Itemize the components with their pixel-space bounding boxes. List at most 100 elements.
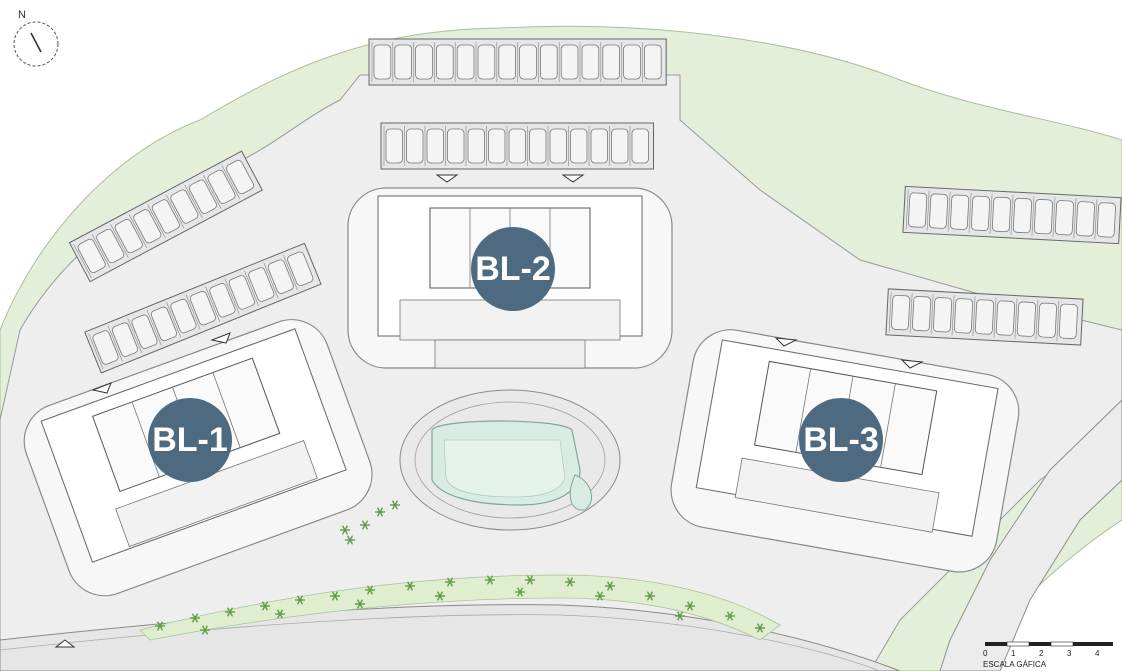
tree-icon <box>360 520 370 530</box>
car-icon <box>1075 201 1095 237</box>
tree-icon <box>375 507 385 517</box>
building-label: BL-2 <box>475 250 551 288</box>
tree-icon <box>605 581 615 591</box>
car-icon <box>267 259 294 294</box>
car-icon <box>1012 197 1033 234</box>
parking-group <box>68 38 1122 374</box>
entrance-triangle-icon <box>54 639 76 648</box>
tree-icon <box>755 623 765 633</box>
car-icon <box>631 128 649 164</box>
car-icon <box>189 290 216 326</box>
car-icon <box>560 44 579 80</box>
car-icon <box>891 294 911 331</box>
tree-icon <box>365 585 375 595</box>
car-icon <box>406 128 424 164</box>
car-icon <box>581 44 600 80</box>
car-icon <box>426 128 444 164</box>
building-label: BL-1 <box>152 421 228 459</box>
pool-spa <box>569 474 593 511</box>
tree-icon <box>565 577 575 587</box>
scale-tick: 3 <box>1067 649 1072 658</box>
tree-icon <box>295 595 305 605</box>
entrance-triangle-icon <box>900 359 924 369</box>
car-icon <box>529 128 547 164</box>
car-icon <box>150 306 178 342</box>
label-bl2[interactable]: BL-2 <box>471 227 555 311</box>
label-bl3[interactable]: BL-3 <box>799 398 883 482</box>
scale-tick: 2 <box>1039 649 1044 658</box>
car-icon <box>467 128 485 164</box>
car-icon <box>114 219 143 254</box>
car-icon <box>435 44 454 80</box>
label-bl1[interactable]: BL-1 <box>148 398 232 482</box>
scale-tick: 1 <box>1011 649 1016 658</box>
car-icon <box>385 128 403 164</box>
car-icon <box>1037 302 1057 338</box>
car-icon <box>207 169 236 204</box>
tree-icon <box>190 613 200 623</box>
car-icon <box>287 251 314 287</box>
car-icon <box>519 44 537 80</box>
car-icon <box>498 44 516 80</box>
car-icon <box>991 196 1012 233</box>
entrance-markers <box>54 174 924 648</box>
tree-icon <box>405 581 415 591</box>
entrance-triangle-icon <box>561 174 585 183</box>
car-icon <box>373 44 392 80</box>
car-icon <box>488 128 506 164</box>
car-icon <box>908 192 928 228</box>
parking-row <box>68 150 263 283</box>
east-road <box>939 399 1122 671</box>
tree-icon <box>485 575 495 585</box>
tree-icon <box>725 611 735 621</box>
tree-icon <box>390 500 400 510</box>
car-icon <box>611 128 629 164</box>
tree-icon <box>525 575 535 585</box>
entrance-triangle-icon <box>435 174 459 183</box>
car-icon <box>602 44 620 80</box>
tree-icon <box>345 535 355 545</box>
tree-icon <box>225 607 235 617</box>
tree-icon <box>155 621 165 631</box>
tree-icon <box>435 591 445 601</box>
car-icon <box>131 314 158 349</box>
trees-group <box>155 500 765 635</box>
car-icon <box>1016 301 1037 337</box>
car-icon <box>644 44 662 80</box>
parking-row <box>885 288 1084 346</box>
parking-row <box>380 122 654 170</box>
scale-title: ESCALA GÁFICA <box>983 660 1047 669</box>
car-icon <box>415 44 433 80</box>
parking-row <box>368 38 667 86</box>
car-icon <box>949 194 970 230</box>
car-icon <box>1058 303 1078 339</box>
car-icon <box>970 195 991 231</box>
tree-icon <box>515 587 525 597</box>
car-icon <box>394 44 412 80</box>
car-icon <box>953 298 974 334</box>
tree-icon <box>645 591 655 601</box>
tree-icon <box>445 577 455 587</box>
building-label: BL-3 <box>803 421 879 459</box>
car-icon <box>188 179 217 214</box>
car-icon <box>170 189 199 224</box>
car-icon <box>226 159 255 195</box>
entrance-triangle-icon <box>210 332 231 344</box>
car-icon <box>77 238 106 273</box>
pool-inner <box>443 439 566 498</box>
label-circle <box>799 398 883 482</box>
plaza-ring <box>414 401 606 519</box>
car-icon <box>623 44 641 80</box>
car-icon <box>447 128 465 164</box>
car-icon <box>1096 202 1116 238</box>
car-icon <box>549 128 567 164</box>
car-icon <box>540 44 558 80</box>
tree-icon <box>275 609 285 619</box>
car-icon <box>590 128 608 164</box>
car-icon <box>1054 200 1075 236</box>
car-icon <box>111 322 139 357</box>
building-bl2 <box>347 187 673 369</box>
label-circle <box>148 398 232 482</box>
